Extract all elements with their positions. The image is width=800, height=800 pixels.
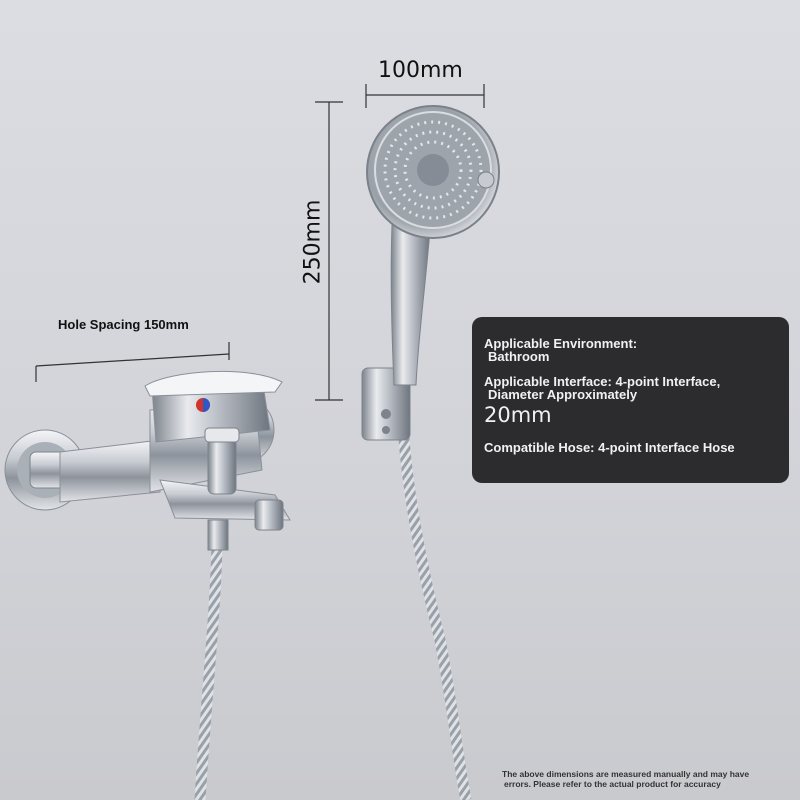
shower-handle <box>390 224 431 386</box>
width-dimension-line <box>365 84 485 108</box>
hole-spacing-label: Hole Spacing 150mm <box>58 317 189 332</box>
disclaimer-line1: The above dimensions are measured manual… <box>502 769 750 779</box>
faucet-hose <box>194 544 223 800</box>
shower-bracket <box>361 367 411 441</box>
disclaimer-note: The above dimensions are measured manual… <box>502 769 800 789</box>
disclaimer-line2: errors. Please refer to the actual produ… <box>504 779 721 789</box>
env-value: Bathroom <box>488 349 550 364</box>
head-width-label: 100mm <box>378 58 463 83</box>
height-dimension-line <box>315 101 343 401</box>
interface-label: Applicable Interface: 4-point Interface, <box>484 374 721 389</box>
shower-hose <box>396 389 472 800</box>
handle-length-label: 250mm <box>300 199 326 285</box>
interface-value: 20mm <box>484 403 552 427</box>
hole-spacing-dimension-line <box>35 342 230 382</box>
env-label: Applicable Environment: <box>484 336 638 351</box>
hose-label: Compatible Hose: 4-point Interface Hose <box>484 440 735 455</box>
spec-panel: Applicable Environment: Bathroom Applica… <box>472 317 789 483</box>
faucet-mixer <box>4 370 291 551</box>
shower-head <box>366 105 500 239</box>
interface-line2: Diameter Approximately <box>488 387 638 402</box>
